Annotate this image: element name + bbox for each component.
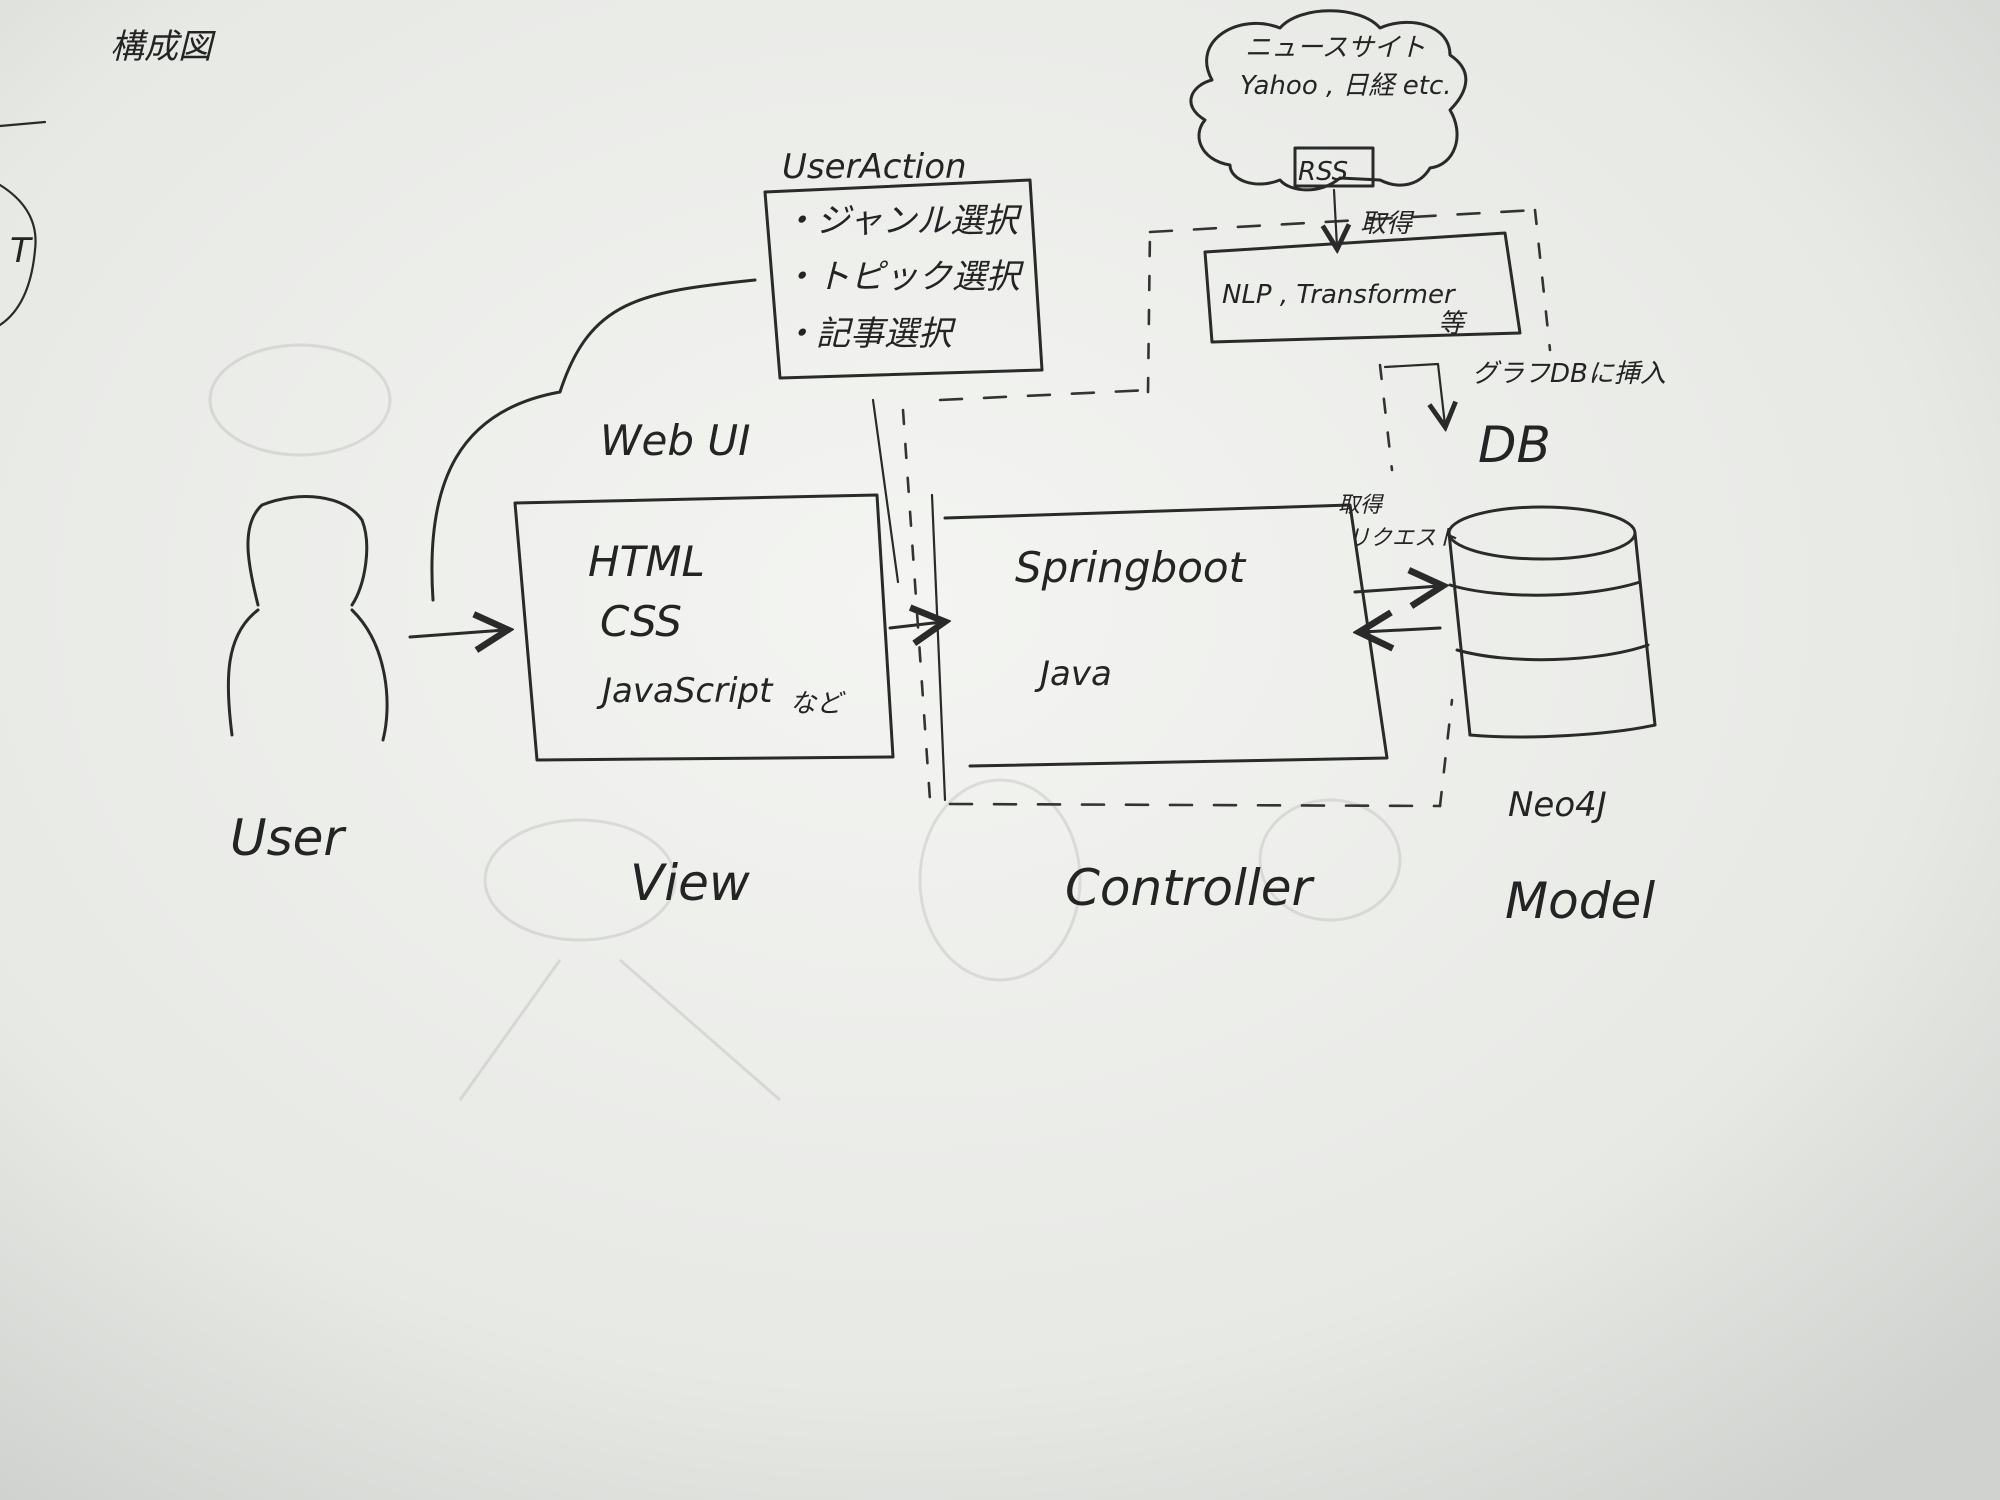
dashed-boundary-bottom <box>948 802 1442 808</box>
nlp-box <box>1203 231 1522 344</box>
view-box <box>513 493 895 762</box>
database-cylinder-icon <box>1447 505 1657 739</box>
db-to-controller-arrow <box>1362 628 1442 632</box>
user-action-connector <box>871 398 900 584</box>
view-line-css: CSS <box>600 597 682 646</box>
show-through-marks <box>208 343 1402 1102</box>
page-title: 構成図 <box>110 27 216 67</box>
neo4j-label: Neo4J <box>1508 785 1607 825</box>
news-site-cloud <box>1189 9 1468 192</box>
web-ui-caption: Web UI <box>600 416 751 465</box>
fetch-request-line1: 取得 <box>1338 493 1384 518</box>
user-action-item-topic: ・トピック選択 <box>782 257 1025 297</box>
fetch-label: 取得 <box>1360 209 1415 239</box>
user-to-view-arrow <box>408 630 505 637</box>
dashed-boundary-top <box>938 388 1152 402</box>
rss-box <box>1293 146 1375 188</box>
controller-line-java: Java <box>1034 654 1112 694</box>
view-line-html: HTML <box>588 537 705 586</box>
controller-column-label: Controller <box>1065 859 1315 917</box>
view-to-controller-arrow <box>888 622 942 628</box>
user-figure-icon <box>226 495 389 742</box>
insert-graph-db-arrow <box>1383 362 1445 425</box>
dashed-boundary-nlp-right <box>1533 208 1552 352</box>
db-label: DB <box>1478 416 1551 474</box>
controller-line-springboot: Springboot <box>1015 543 1247 592</box>
fetch-request-line2: リクエスト <box>1348 526 1458 551</box>
model-column-label: Model <box>1505 872 1655 930</box>
user-action-curve <box>430 278 757 602</box>
user-action-box <box>763 178 1044 380</box>
view-line-etc: など <box>790 689 846 719</box>
dashed-boundary-left <box>1146 228 1152 394</box>
view-line-javascript: JavaScript <box>596 671 774 711</box>
rss-label: RSS <box>1298 157 1348 187</box>
news-site-label: ニュースサイト <box>1245 33 1426 63</box>
stray-arc <box>0 183 37 327</box>
user-action-item-genre: ・ジャンル選択 <box>782 201 1023 241</box>
controller-to-db-arrow <box>1353 586 1440 592</box>
controller-divider-line <box>930 493 947 802</box>
news-site-examples: Yahoo , 日経 etc. <box>1240 71 1452 101</box>
view-column-label: View <box>630 854 750 912</box>
stray-letter-t: T <box>10 231 33 271</box>
stray-line <box>0 120 47 128</box>
rss-fetch-arrow <box>1334 188 1337 247</box>
user-label: User <box>230 809 347 867</box>
insert-graph-db-label: グラフDBに挿入 <box>1472 359 1666 389</box>
user-action-title: UserAction <box>782 147 967 187</box>
user-action-item-article: ・記事選択 <box>782 314 957 354</box>
nlp-label: NLP , Transformer <box>1222 280 1457 310</box>
dashed-boundary-nlp-top <box>1148 208 1537 234</box>
nlp-suffix: 等 <box>1438 309 1468 339</box>
